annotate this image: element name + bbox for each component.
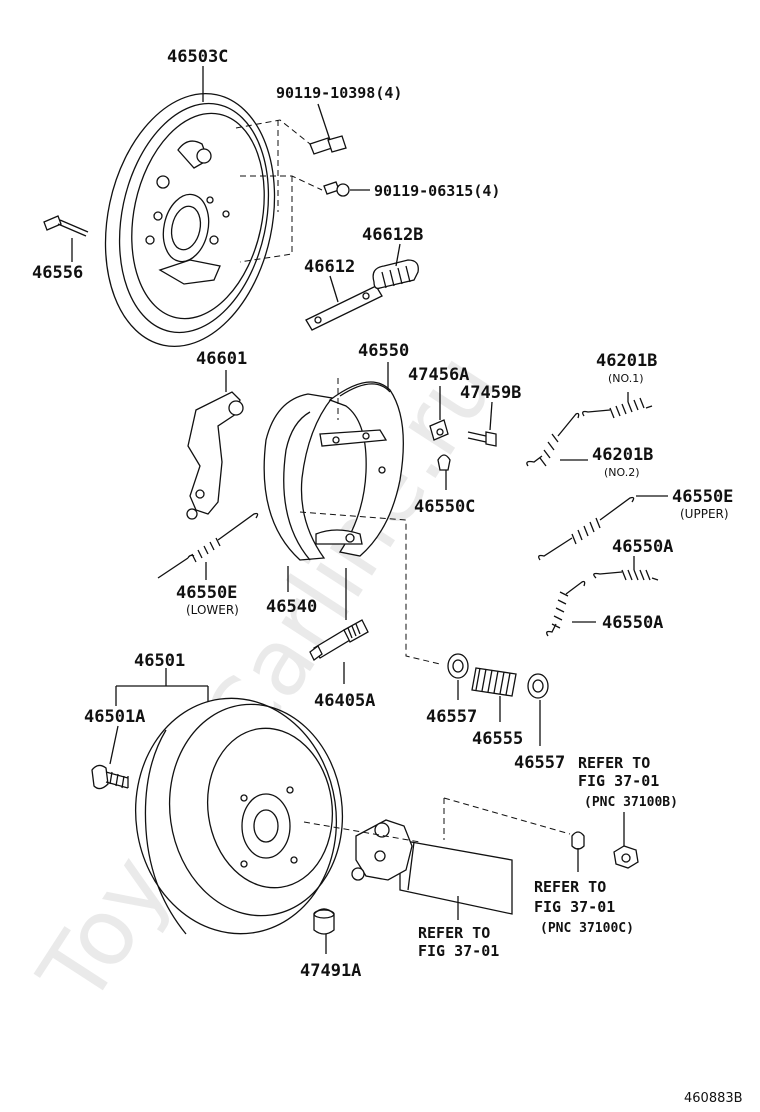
label-46550E-lower: 46550E	[176, 583, 237, 603]
label-lower: (LOWER)	[186, 603, 239, 617]
nut-37100B	[613, 845, 639, 869]
lever-46601	[186, 391, 244, 520]
label-46557-a: 46557	[426, 707, 477, 727]
label-46612B: 46612B	[362, 225, 423, 245]
refer-fig-c-line3: (PNC 37100B)	[584, 795, 678, 810]
refer-fig-b-line2: FIG 37-01	[534, 898, 615, 916]
refer-fig-c-line2: FIG 37-01	[578, 772, 659, 790]
label-90119-10398: 90119-10398(4)	[276, 84, 402, 102]
label-47456A: 47456A	[408, 365, 469, 385]
label-46550C: 46550C	[414, 497, 475, 517]
label-46550E-upper: 46550E	[672, 487, 733, 507]
adjuster-46405A	[309, 619, 369, 661]
spring-46550E-upper	[538, 496, 635, 561]
strut-46612	[305, 285, 383, 331]
spring-46550A-angled	[546, 580, 586, 637]
label-46550A-a: 46550A	[612, 537, 673, 557]
clip-47456A	[429, 419, 449, 441]
label-46550A-b: 46550A	[602, 613, 663, 633]
label-46405A: 46405A	[314, 691, 375, 711]
propeller-shaft	[351, 819, 513, 915]
refer-fig-c-line1: REFER TO	[578, 754, 650, 772]
label-46556: 46556	[32, 263, 83, 283]
nut-47491A	[313, 908, 335, 935]
bolt-90119-10398	[309, 135, 347, 155]
label-46540: 46540	[266, 597, 317, 617]
cup-46557-a	[447, 653, 469, 679]
label-46201B-no2: 46201B	[592, 445, 653, 465]
bolt-47459B	[467, 431, 497, 447]
bolt-90119-06315	[323, 181, 350, 197]
label-46557-b: 46557	[514, 753, 565, 773]
washer-37100C	[571, 831, 585, 850]
retainer-46550C	[437, 454, 451, 471]
refer-fig-a-line1: REFER TO	[418, 924, 490, 942]
label-no2: (NO.2)	[604, 466, 640, 479]
label-47491A: 47491A	[300, 961, 361, 981]
label-46612: 46612	[304, 257, 355, 277]
brake-shoe-46550	[315, 381, 404, 557]
brake-drum-46501	[134, 697, 344, 935]
diagram-id: 460883B	[684, 1091, 743, 1106]
spring-46550A-horizontal	[593, 569, 659, 581]
bolt-46556	[43, 215, 89, 237]
label-46503C: 46503C	[167, 47, 228, 67]
refer-fig-b-line1: REFER TO	[534, 878, 606, 896]
label-46555: 46555	[472, 729, 523, 749]
label-46201B-no1: 46201B	[596, 351, 657, 371]
label-upper: (UPPER)	[680, 507, 729, 521]
label-46501A: 46501A	[84, 707, 145, 727]
brake-shoe-46540	[263, 393, 334, 561]
label-47459B: 47459B	[460, 383, 521, 403]
spring-46550E-lower	[157, 512, 259, 579]
refer-fig-b-line3: (PNC 37100C)	[540, 921, 634, 936]
spring-46555	[471, 667, 517, 697]
refer-fig-a-line2: FIG 37-01	[418, 942, 499, 960]
label-46501: 46501	[134, 651, 185, 671]
spring-46612B	[372, 259, 419, 290]
label-46550: 46550	[358, 341, 409, 361]
label-no1: (NO.1)	[608, 372, 644, 385]
backing-plate-46503C	[104, 92, 276, 348]
hub-bolt-46501A	[91, 764, 129, 790]
spring-46201B-no1	[582, 397, 653, 419]
label-46601: 46601	[196, 349, 247, 369]
cup-46557-b	[527, 673, 549, 699]
spring-46201B-no2	[526, 412, 580, 467]
label-90119-06315: 90119-06315(4)	[374, 182, 500, 200]
